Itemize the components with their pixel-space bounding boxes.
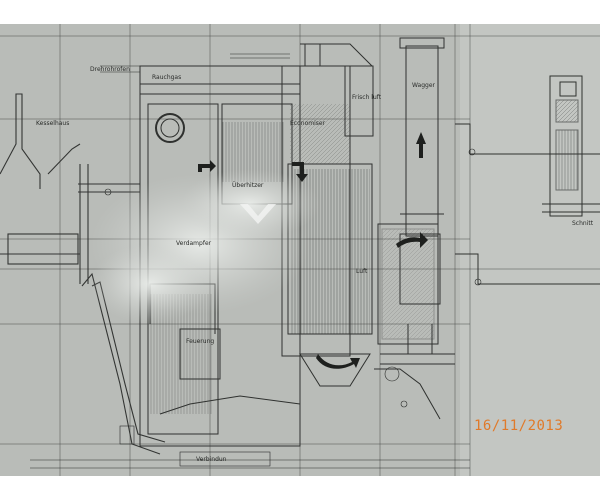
date-stamp: 16/11/2013 — [474, 418, 564, 434]
label-fan: Wagger — [412, 82, 436, 89]
label-boiler-house: Kesselhaus — [36, 120, 70, 127]
label-furnace: Feuerung — [186, 338, 215, 345]
blueprint-lines — [0, 24, 600, 476]
label-drum-room: Drehrohrofen — [90, 66, 130, 73]
label-evaporator: Verdampfer — [176, 240, 212, 247]
label-bottom: Verbindun — [196, 456, 227, 463]
label-fresh-air: Frisch luft — [352, 94, 382, 101]
label-section: Schnitt — [572, 220, 594, 227]
label-air: Luft — [356, 268, 368, 275]
label-flue: Rauchgas — [152, 74, 182, 81]
label-economizer: Economiser — [290, 120, 326, 127]
label-superheater: Überhitzer — [232, 182, 264, 189]
blueprint-sheet: Drehrohrofen Kesselhaus Rauchgas Economi… — [0, 24, 600, 476]
